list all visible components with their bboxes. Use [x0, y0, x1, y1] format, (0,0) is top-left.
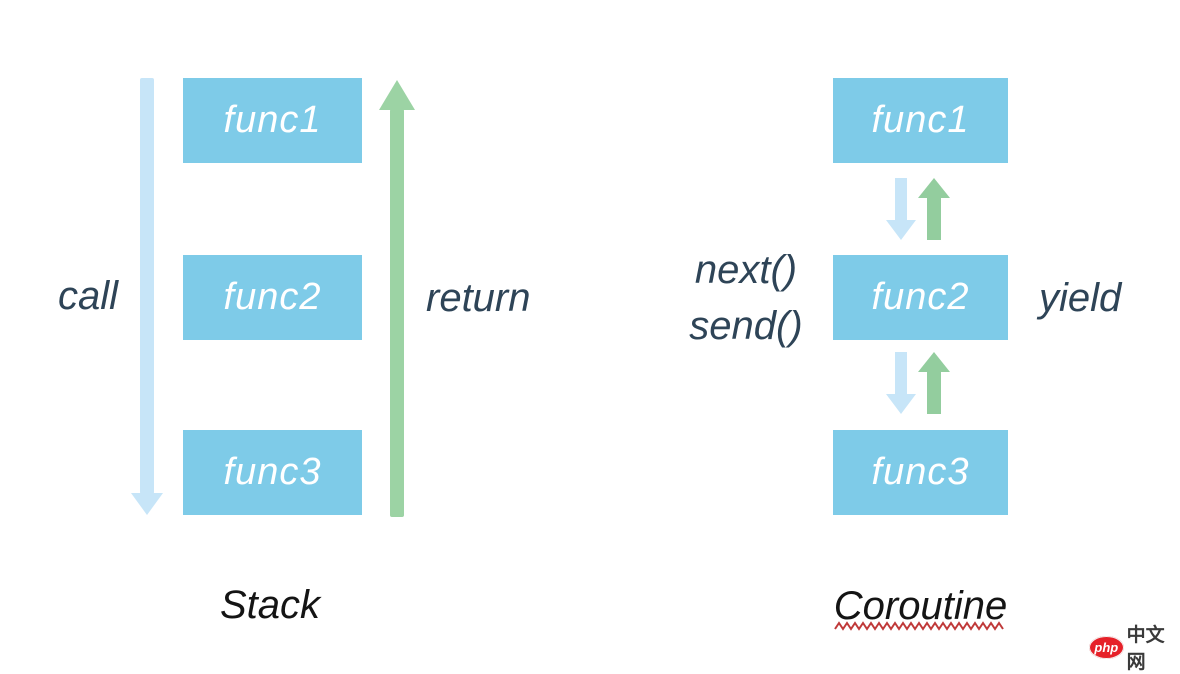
coroutine-down-arrow-1	[886, 178, 916, 240]
red-squiggle-underline	[834, 621, 1004, 631]
php-logo-badge-icon: php	[1089, 635, 1124, 659]
send-label: send()	[689, 304, 803, 348]
call-label: call	[57, 274, 119, 318]
coroutine-down-arrowhead-1-icon	[886, 220, 916, 240]
coroutine-up-arrowhead-1-icon	[918, 178, 950, 198]
stack-func3-box: func3	[183, 430, 362, 515]
call-down-arrow-shaft	[140, 78, 154, 494]
call-down-arrow	[131, 78, 163, 515]
next-send-labels: next() send()	[681, 242, 811, 354]
php-cn-logo: php 中文网	[1089, 620, 1180, 674]
return-up-arrow	[379, 80, 415, 517]
return-up-arrow-shaft	[390, 109, 404, 517]
stack-func2-box: func2	[183, 255, 362, 340]
return-up-arrowhead-icon	[379, 80, 415, 110]
coroutine-func2-box: func2	[833, 255, 1008, 340]
coroutine-up-arrow-1-shaft	[927, 197, 941, 240]
coroutine-up-arrow-2-shaft	[927, 371, 941, 414]
coroutine-func1-box: func1	[833, 78, 1008, 163]
coroutine-down-arrowhead-2-icon	[886, 394, 916, 414]
coroutine-up-arrow-1	[918, 178, 950, 240]
next-label: next()	[694, 248, 798, 292]
stack-title: Stack	[219, 583, 321, 627]
coroutine-up-arrowhead-2-icon	[918, 352, 950, 372]
coroutine-down-arrow-2	[886, 352, 916, 414]
yield-label: yield	[1039, 276, 1122, 320]
coroutine-down-arrow-1-shaft	[895, 178, 907, 221]
return-label: return	[426, 276, 531, 320]
call-down-arrowhead-icon	[131, 493, 163, 515]
coroutine-title: Coroutine	[833, 584, 1008, 628]
coroutine-func3-box: func3	[833, 430, 1008, 515]
coroutine-up-arrow-2	[918, 352, 950, 414]
php-logo-text: 中文网	[1126, 625, 1165, 673]
coroutine-down-arrow-2-shaft	[895, 352, 907, 395]
stack-func1-box: func1	[183, 78, 362, 163]
